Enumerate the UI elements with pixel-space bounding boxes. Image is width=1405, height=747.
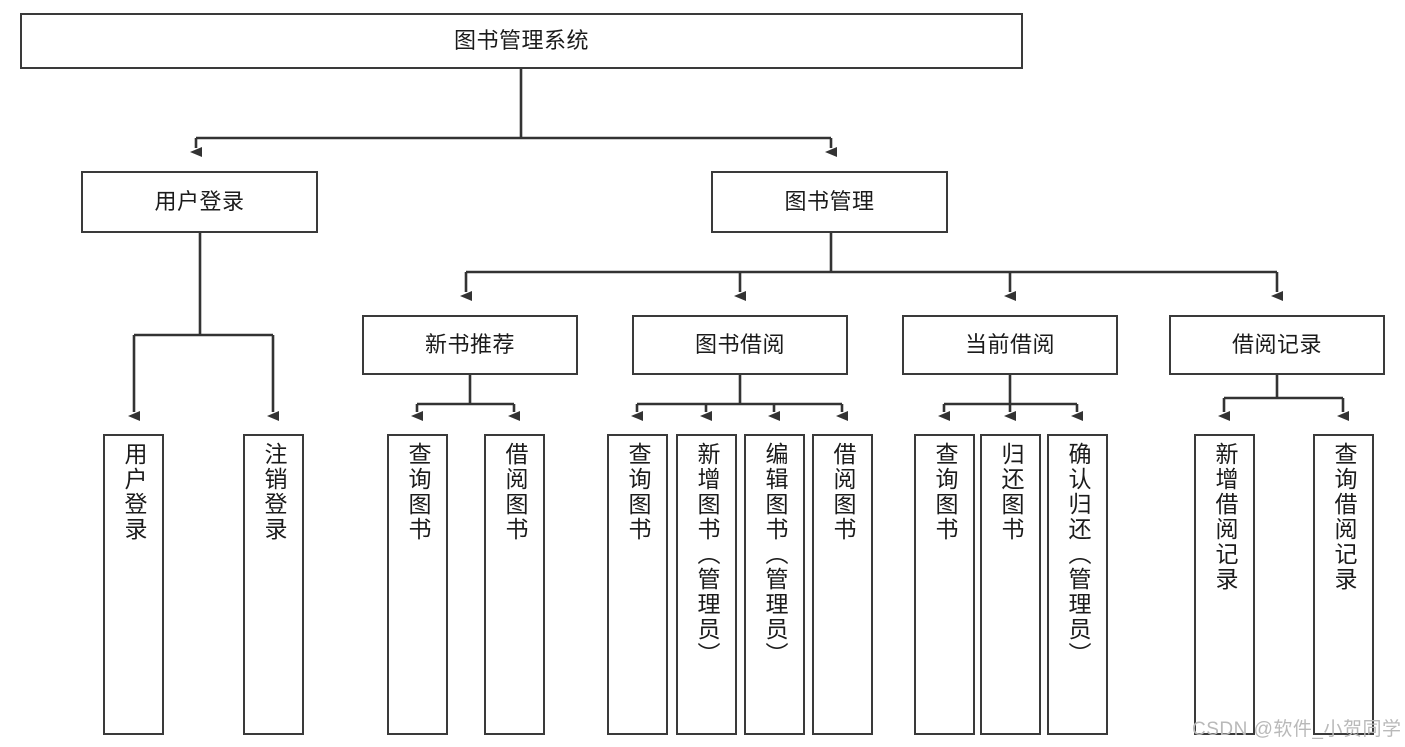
node-leaf-borrow-book-2-label: 借阅图书 bbox=[830, 442, 856, 542]
node-leaf-user-login[interactable]: 用户登录 bbox=[103, 434, 164, 735]
node-leaf-query-book-2[interactable]: 查询图书 bbox=[607, 434, 668, 735]
node-leaf-query-book-1[interactable]: 查询图书 bbox=[387, 434, 448, 735]
node-new-book-rec-label: 新书推荐 bbox=[424, 331, 515, 357]
watermark-text: CSDN @软件_小贺同学 bbox=[1192, 719, 1402, 740]
node-user-login[interactable]: 用户登录 bbox=[81, 171, 318, 233]
node-leaf-return-book[interactable]: 归还图书 bbox=[980, 434, 1041, 735]
node-leaf-query-book-3[interactable]: 查询图书 bbox=[914, 434, 975, 735]
node-leaf-borrow-book-1[interactable]: 借阅图书 bbox=[484, 434, 545, 735]
node-leaf-query-record[interactable]: 查询借阅记录 bbox=[1313, 434, 1374, 735]
node-root[interactable]: 图书管理系统 bbox=[20, 13, 1023, 69]
node-leaf-query-book-2-label: 查询图书 bbox=[625, 442, 651, 542]
node-leaf-query-record-label: 查询借阅记录 bbox=[1331, 442, 1357, 592]
node-book-borrow-label: 图书借阅 bbox=[694, 331, 785, 357]
node-current-borrow[interactable]: 当前借阅 bbox=[902, 315, 1118, 375]
node-leaf-return-book-label: 归还图书 bbox=[998, 442, 1024, 542]
node-root-label: 图书管理系统 bbox=[453, 27, 589, 53]
node-leaf-logout[interactable]: 注销登录 bbox=[243, 434, 304, 735]
node-leaf-user-login-label: 用户登录 bbox=[121, 442, 147, 542]
node-current-borrow-label: 当前借阅 bbox=[964, 331, 1055, 357]
node-leaf-add-record[interactable]: 新增借阅记录 bbox=[1194, 434, 1255, 735]
node-book-borrow[interactable]: 图书借阅 bbox=[632, 315, 848, 375]
node-leaf-edit-book-label: 编辑图书（管理员） bbox=[762, 442, 788, 667]
node-leaf-edit-book[interactable]: 编辑图书（管理员） bbox=[744, 434, 805, 735]
node-leaf-add-book[interactable]: 新增图书（管理员） bbox=[676, 434, 737, 735]
node-book-manage-label: 图书管理 bbox=[784, 188, 875, 214]
node-book-manage[interactable]: 图书管理 bbox=[711, 171, 948, 233]
node-leaf-add-book-label: 新增图书（管理员） bbox=[694, 442, 720, 667]
node-leaf-borrow-book-1-label: 借阅图书 bbox=[502, 442, 528, 542]
node-user-login-label: 用户登录 bbox=[154, 188, 245, 214]
node-leaf-confirm-return[interactable]: 确认归还（管理员） bbox=[1047, 434, 1108, 735]
node-leaf-logout-label: 注销登录 bbox=[261, 442, 287, 542]
node-leaf-query-book-1-label: 查询图书 bbox=[405, 442, 431, 542]
node-borrow-record-label: 借阅记录 bbox=[1231, 331, 1322, 357]
node-leaf-add-record-label: 新增借阅记录 bbox=[1212, 442, 1238, 592]
node-new-book-rec[interactable]: 新书推荐 bbox=[362, 315, 578, 375]
node-leaf-borrow-book-2[interactable]: 借阅图书 bbox=[812, 434, 873, 735]
node-borrow-record[interactable]: 借阅记录 bbox=[1169, 315, 1385, 375]
node-leaf-query-book-3-label: 查询图书 bbox=[932, 442, 958, 542]
node-leaf-confirm-return-label: 确认归还（管理员） bbox=[1065, 442, 1091, 667]
